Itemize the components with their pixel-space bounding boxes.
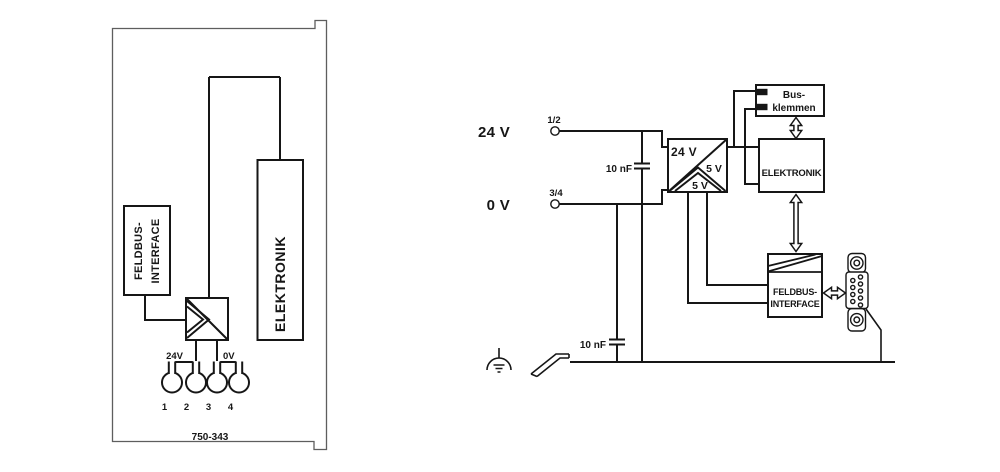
module-housing-outline	[111, 19, 328, 451]
din-rail-icon	[530, 353, 570, 378]
dc-dc-converter: 24 V 5 V 5 V	[667, 138, 728, 193]
terminal-pair-34-label: 3/4	[549, 188, 563, 199]
wire-bus-pin1	[733, 90, 756, 147]
terminal-number-2: 2	[184, 402, 189, 413]
converter-output-bottom-label: 5 V	[692, 180, 708, 192]
terminal-2-icon	[185, 361, 207, 394]
bus-contact-pin-2	[756, 103, 768, 111]
cap-bottom-label: 10 nF	[580, 340, 606, 351]
supply-0v-label: 0 V	[487, 197, 510, 214]
right-circuit-diagram: 24 V 0 V 1/2 3/4 10 nF 10 nF	[478, 84, 895, 378]
bus-contact-pin-1	[756, 88, 768, 96]
wire-dsub-shell-earth	[865, 308, 882, 362]
capacitor-bottom-icon	[609, 204, 625, 362]
bus-terminals-label-line1: Bus-	[783, 90, 805, 101]
terminal-1-icon	[161, 361, 183, 394]
terminal-number-4: 4	[228, 402, 234, 413]
terminal-number-3: 3	[206, 402, 211, 413]
feldbus-interface-box-right: FELDBUS- INTERFACE	[767, 253, 823, 318]
supply-24v-label: 24 V	[478, 124, 510, 141]
feldbus-interface-label-line2: INTERFACE	[150, 218, 162, 283]
terminal-point-12	[550, 126, 560, 136]
data-arrow-feldbus-dsub	[822, 285, 847, 301]
elektronik-box-right: ELEKTRONIK	[758, 138, 825, 193]
data-arrow-bus-elektronik	[788, 116, 804, 140]
terminal-4-icon	[228, 361, 250, 394]
feldbus-interface-box	[123, 205, 171, 296]
data-arrow-elektronik-feldbus	[788, 193, 804, 253]
feldbus-interface-label-line1: FELDBUS-	[133, 222, 145, 280]
dc-dc-converter-icon	[185, 297, 229, 341]
left-24v-label: 24V	[166, 351, 184, 362]
wire-5v-feldbus-b	[687, 192, 768, 304]
bus-terminals-label-line2: klemmen	[772, 103, 815, 114]
converter-output-right-label: 5 V	[706, 163, 722, 175]
elektronik-label: ELEKTRONIK	[272, 236, 288, 332]
dsub-connector-icon	[845, 252, 869, 332]
left-module-diagram: FELDBUS- INTERFACE ELEKTRONIK 24V 0V	[111, 19, 328, 451]
capacitor-top-icon	[634, 131, 650, 362]
terminal-3-icon	[206, 361, 228, 394]
feldbus-interface-right-line1: FELDBUS-	[773, 287, 817, 297]
terminal-pair-12-label: 1/2	[547, 115, 560, 126]
terminal-icons	[161, 361, 250, 394]
wire-feldbus-to-converter	[144, 295, 186, 321]
terminal-point-34	[550, 199, 560, 209]
converter-input-label: 24 V	[671, 145, 697, 159]
rail-24v	[559, 130, 668, 148]
bus-terminals-box: Bus- klemmen	[755, 84, 825, 117]
terminal-number-1: 1	[162, 402, 168, 413]
elektronik-box	[256, 159, 304, 341]
left-0v-label: 0V	[223, 351, 235, 362]
feldbus-interface-right-line2: INTERFACE	[770, 299, 819, 309]
cap-top-label: 10 nF	[606, 164, 632, 175]
wire-5v-feldbus-a	[706, 192, 768, 286]
rail-0v	[559, 189, 668, 205]
wire-bus-pin2	[744, 108, 759, 185]
part-number: 750-343	[192, 432, 229, 443]
functional-earth-icon	[486, 348, 512, 373]
elektronik-label-right: ELEKTRONIK	[762, 168, 822, 179]
